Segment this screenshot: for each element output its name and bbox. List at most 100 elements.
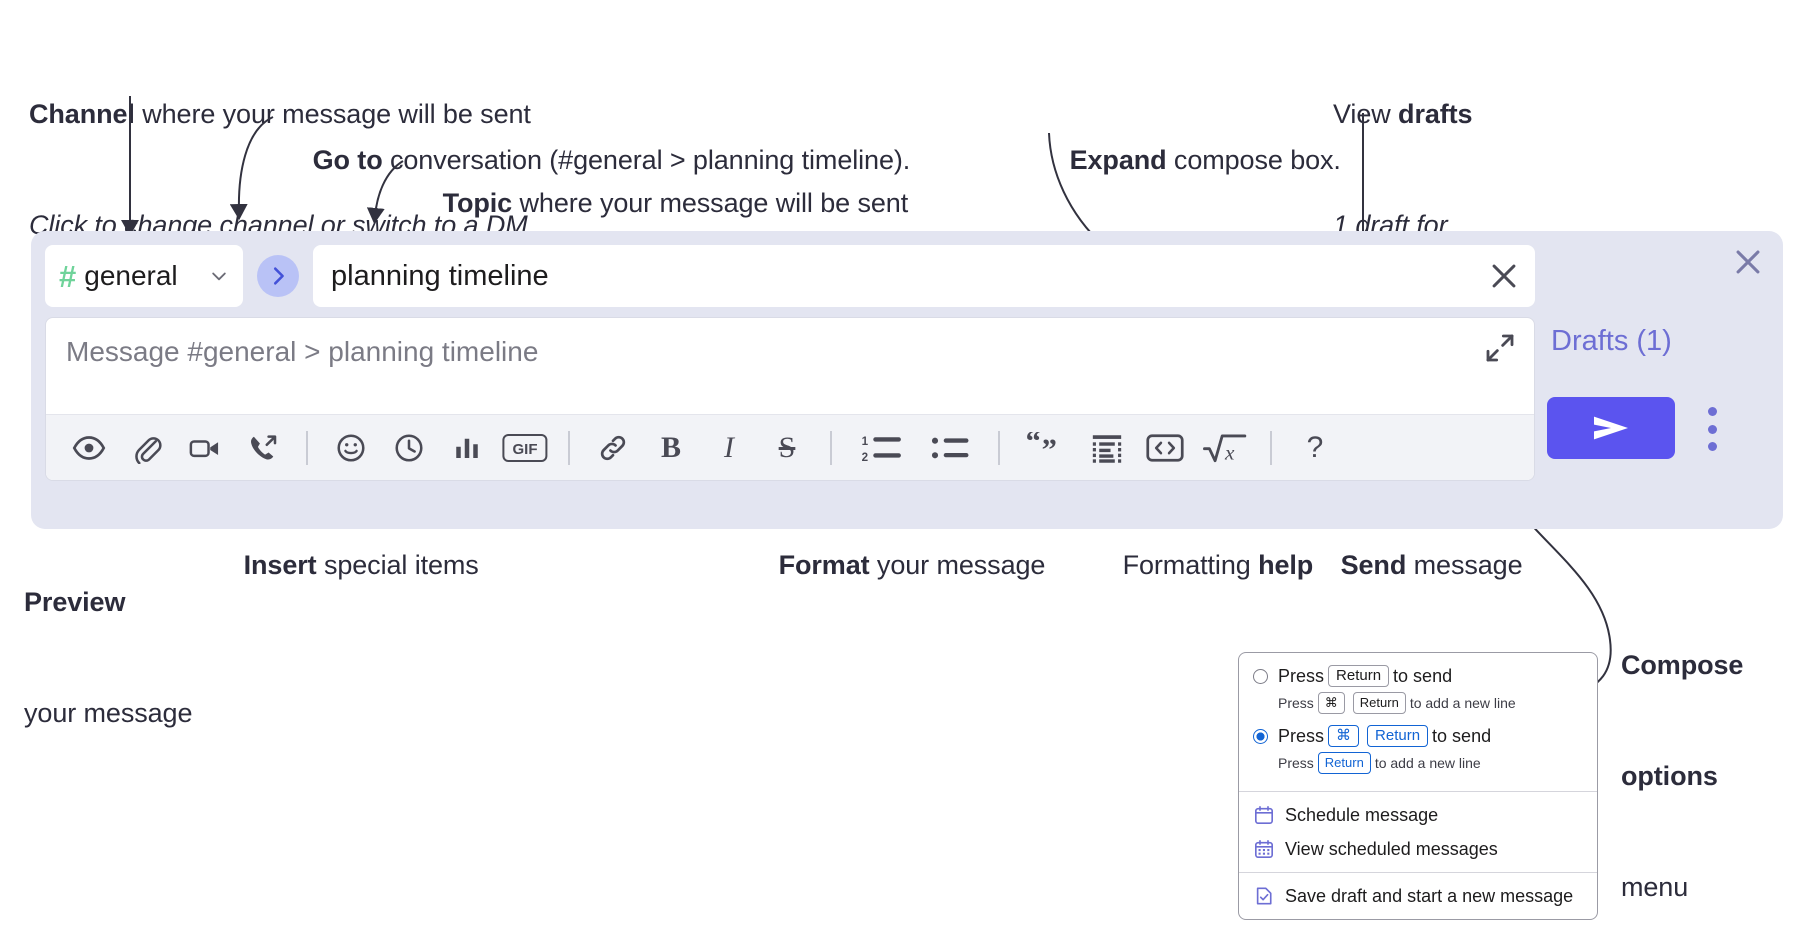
svg-text:“: “: [1026, 432, 1041, 458]
compose-box: # general planning timeline: [31, 231, 1783, 529]
menu-item-save-draft[interactable]: Save draft and start a new message: [1239, 879, 1597, 919]
annotation-expand-bold: Expand: [1069, 145, 1167, 175]
attachment-button[interactable]: [118, 422, 176, 474]
annotation-format-rest: your message: [869, 550, 1046, 580]
kebab-dot-3: [1707, 442, 1717, 451]
menu-item-view-scheduled[interactable]: View scheduled messages: [1239, 832, 1597, 866]
channel-name: general: [84, 260, 178, 291]
compose-main-column: # general planning timeline: [45, 245, 1535, 481]
annotation-preview: Preview your message: [24, 510, 192, 806]
annotation-compose-options-bold-1: Compose: [1621, 650, 1744, 680]
menu-item-view-scheduled-label: View scheduled messages: [1285, 838, 1498, 859]
send-button[interactable]: [1547, 397, 1675, 459]
svg-text:2: 2: [862, 451, 868, 464]
clear-topic-icon[interactable]: [1487, 259, 1521, 293]
annotation-topic-rest: where your message will be sent: [512, 188, 909, 218]
annotation-compose-options-bold-2: options: [1621, 761, 1718, 791]
math-button[interactable]: x: [1194, 422, 1256, 474]
schedule-button[interactable]: [380, 422, 438, 474]
chevron-down-icon: [212, 272, 226, 281]
chevron-right-icon: [273, 267, 284, 285]
clock-icon: [395, 433, 423, 462]
annotation-insert-bold: Insert: [243, 550, 317, 580]
message-input[interactable]: Message #general > planning timeline: [46, 318, 1534, 414]
channel-selector[interactable]: # general: [45, 245, 243, 307]
formatting-help-button[interactable]: ?: [1286, 422, 1344, 474]
send-icon: [1594, 416, 1628, 440]
audio-call-icon: [251, 434, 277, 460]
video-clip-button[interactable]: [176, 422, 234, 474]
help-icon: ?: [1306, 430, 1324, 464]
send-option-return-hint: Press ⌘ Return to add a new line: [1239, 689, 1597, 717]
audio-clip-button[interactable]: [234, 422, 292, 474]
expand-icon[interactable]: [1484, 332, 1516, 364]
compose-options-button[interactable]: [1697, 407, 1727, 451]
annotation-preview-rest: your message: [24, 698, 193, 728]
key-return-2: Return: [1352, 692, 1406, 714]
gif-icon: GIF: [502, 433, 548, 462]
go-to-conversation-button[interactable]: [257, 255, 299, 297]
link-button[interactable]: [584, 422, 642, 474]
send-option-cmd-post: to send: [1432, 725, 1492, 746]
bulleted-list-icon: [931, 437, 969, 458]
annotation-channel-bold: Channel: [29, 99, 135, 129]
send-option-return-pre: Press: [1278, 665, 1325, 686]
strikethrough-button[interactable]: S: [758, 422, 816, 474]
send-option-return[interactable]: Press Return to send: [1239, 663, 1597, 689]
toolbar-separator-2: [568, 430, 570, 465]
annotation-expand-rest: compose box.: [1166, 145, 1341, 175]
svg-text:1: 1: [862, 435, 869, 448]
hash-icon: #: [59, 258, 77, 294]
key-command-1: ⌘: [1317, 692, 1345, 714]
hint-post-2: to add a new line: [1374, 755, 1481, 771]
ordered-list-button[interactable]: 1 2: [846, 422, 918, 474]
annotation-topic: Topic where your message will be sent: [413, 148, 909, 259]
code-block-button[interactable]: [1078, 422, 1136, 474]
hint-pre-2: Press: [1278, 755, 1314, 771]
radio-return[interactable]: [1253, 668, 1268, 684]
send-option-cmd-hint: Press Return to add a new line: [1239, 749, 1597, 777]
emoji-button[interactable]: [322, 422, 380, 474]
ordered-list-icon: 1 2: [862, 435, 901, 464]
poll-button[interactable]: [438, 422, 496, 474]
bold-icon: B: [660, 430, 681, 464]
annotation-insert: Insert special items: [214, 510, 479, 621]
annotation-compose-options: Compose options menu: [1621, 573, 1743, 944]
annotation-format: Format your message: [749, 510, 1046, 621]
preview-button[interactable]: [60, 422, 118, 474]
menu-divider-2: [1239, 872, 1597, 873]
close-icon[interactable]: [1731, 245, 1765, 279]
attachment-icon: [135, 436, 162, 464]
italic-button[interactable]: I: [700, 422, 758, 474]
drafts-link[interactable]: Drafts (1): [1551, 325, 1672, 357]
draft-check-icon: [1253, 885, 1275, 907]
radio-cmd-return[interactable]: [1253, 728, 1268, 744]
menu-item-schedule-message[interactable]: Schedule message: [1239, 798, 1597, 832]
strikethrough-icon: S: [778, 430, 796, 464]
topic-field[interactable]: planning timeline: [313, 245, 1535, 307]
annotation-format-bold: Format: [778, 550, 870, 580]
send-option-cmd-return[interactable]: Press ⌘ Return to send: [1239, 723, 1597, 749]
message-placeholder: Message #general > planning timeline: [66, 336, 539, 367]
code-button[interactable]: [1136, 422, 1194, 474]
annotation-drafts-rest: View: [1333, 99, 1399, 129]
kebab-dot-2: [1707, 424, 1717, 434]
hint-post-1: to add a new line: [1409, 695, 1516, 711]
annotation-expand: Expand compose box.: [1040, 105, 1341, 216]
blockquote-button[interactable]: “ ”: [1014, 422, 1078, 474]
menu-item-save-draft-label: Save draft and start a new message: [1285, 885, 1574, 906]
annotation-preview-bold: Preview: [24, 587, 126, 617]
toolbar-separator-4: [998, 430, 1000, 465]
key-command-2: ⌘: [1328, 725, 1360, 747]
send-shortcut-options: Press Return to send Press ⌘ Return to a…: [1239, 653, 1597, 785]
annotation-goto: Go to conversation (#general > planning …: [283, 105, 911, 216]
menu-item-schedule-label: Schedule message: [1285, 804, 1439, 825]
annotation-topic-bold: Topic: [442, 188, 513, 218]
toolbar-separator-5: [1270, 430, 1272, 465]
compose-right-rail: Drafts (1): [1537, 245, 1757, 511]
bold-button[interactable]: B: [642, 422, 700, 474]
bulleted-list-button[interactable]: [918, 422, 984, 474]
svg-text:x: x: [1224, 440, 1235, 464]
gif-button[interactable]: GIF: [496, 422, 554, 474]
video-icon: [189, 439, 219, 457]
